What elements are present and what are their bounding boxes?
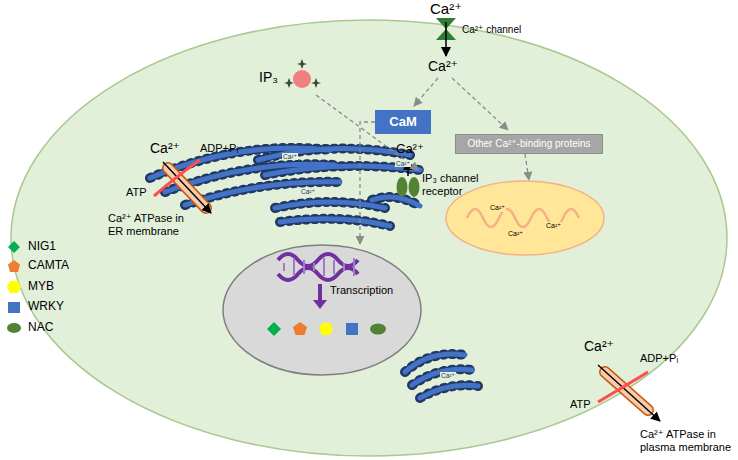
calmodulin-box: CaM xyxy=(375,110,431,134)
node-text: Ca²⁺ xyxy=(489,204,506,212)
substrate-label: ATP xyxy=(126,186,147,199)
plasma-membrane-atpase-pump xyxy=(598,365,660,421)
ion-label: Ca²⁺ xyxy=(584,338,614,354)
cell-membrane xyxy=(11,20,727,456)
binding-proteins-box: Other Ca²⁺-binding proteins xyxy=(455,134,603,154)
product-label: ADP+Pᵢ xyxy=(200,142,238,155)
nucleus: Transcription xyxy=(222,244,422,376)
pump-label: Ca²⁺ ATPase in ER membrane xyxy=(108,212,200,237)
ion-label: Ca²⁺ xyxy=(428,58,458,74)
er-ion-label: Ca²⁺ xyxy=(440,372,456,379)
legend-text: WRKY xyxy=(28,300,64,314)
ion-label: Ca²⁺ xyxy=(150,140,180,156)
legend-text: NIG1 xyxy=(28,240,56,254)
legend-text: CAMTA xyxy=(28,259,69,273)
node-text: IP₃ xyxy=(259,69,278,85)
legend-samples xyxy=(7,241,21,333)
node-text: Other Ca²⁺-binding proteins xyxy=(467,138,590,150)
product-label: ADP+Pᵢ xyxy=(640,352,678,365)
pump-label: Ca²⁺ ATPase in plasma membrane xyxy=(640,428,734,453)
node-text: Ca²⁺ xyxy=(507,230,524,238)
node-text: Ca²⁺ xyxy=(545,222,562,230)
channel-label: Ca²⁺ channel xyxy=(462,24,521,36)
ip3-molecule: IP₃ xyxy=(255,57,325,95)
ion-label: Ca²⁺ xyxy=(430,0,462,17)
er-atpase-pump xyxy=(154,160,211,213)
nucleus-shape xyxy=(222,244,422,376)
er-ion-label: Ca²⁺ xyxy=(395,160,411,167)
mitochondrion-shape xyxy=(445,180,605,256)
substrate-label: ATP xyxy=(570,398,591,411)
calcium-channel xyxy=(436,18,456,56)
signal-connector xyxy=(525,154,529,180)
legend-text: MYB xyxy=(28,280,54,294)
mitochondrion: Ca²⁺ Ca²⁺ Ca²⁺ xyxy=(445,180,605,256)
node-text: CaM xyxy=(389,115,416,130)
node-text: Transcription xyxy=(330,284,393,297)
signal-connector xyxy=(360,122,375,244)
ion-label: Ca²⁺ xyxy=(396,142,424,157)
er-ion-label: Ca²⁺ xyxy=(300,188,316,195)
er-ion-label: Ca²⁺ xyxy=(282,153,298,160)
legend-text: NAC xyxy=(28,321,53,335)
